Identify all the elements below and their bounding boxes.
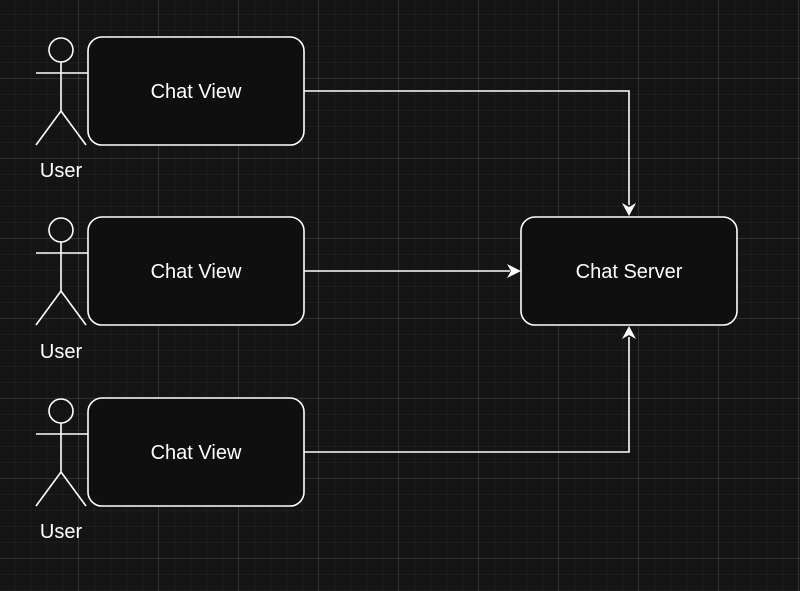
node-chat-view-1[interactable]: Chat View [87, 36, 305, 146]
arrowhead-edge-3 [622, 326, 636, 339]
edge-view-1-to-server[interactable] [304, 90, 630, 205]
node-chat-view-3[interactable]: Chat View [87, 397, 305, 507]
actor-user-1[interactable]: User [35, 37, 88, 182]
actor-head-icon [48, 217, 74, 243]
actor-right-leg [60, 110, 87, 146]
edges [304, 90, 636, 453]
node-label: Chat View [151, 261, 242, 283]
actor-user-3[interactable]: User [35, 398, 88, 543]
node-box [87, 216, 305, 326]
arrowhead-edge-1 [622, 203, 636, 216]
actor-head-icon [48, 37, 74, 63]
actor-left-leg [35, 471, 62, 507]
node-box [87, 36, 305, 146]
actor-label: User [40, 521, 83, 543]
node-box [87, 397, 305, 507]
actor-user-2[interactable]: User [35, 217, 88, 363]
node-chat-view-2[interactable]: Chat View [87, 216, 305, 326]
actor-left-leg [35, 290, 62, 326]
actor-right-leg [60, 471, 87, 507]
actor-head-icon [48, 398, 74, 424]
actor-label: User [40, 341, 83, 363]
actor-label: User [40, 160, 83, 182]
node-label: Chat View [151, 81, 242, 103]
actor-right-leg [60, 290, 87, 326]
actor-left-leg [35, 110, 62, 146]
node-chat-server[interactable]: Chat Server [520, 216, 738, 326]
node-label: Chat View [151, 442, 242, 464]
node-label: Chat Server [576, 261, 683, 283]
node-box [520, 216, 738, 326]
arrowhead-edge-2 [507, 264, 521, 278]
edge-view-3-to-server[interactable] [304, 337, 630, 453]
